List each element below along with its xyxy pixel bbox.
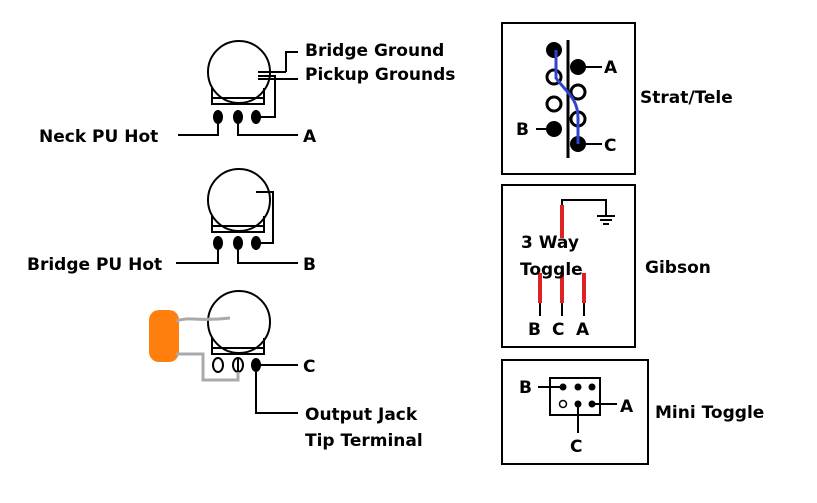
gibson-term-c: C [552, 320, 564, 340]
mini-term-a: A [620, 397, 634, 417]
pot-body [207, 290, 271, 354]
strat-term-c: C [604, 136, 616, 156]
neck-pu-hot-label: Neck PU Hot [39, 127, 158, 147]
mini-term-c: C [570, 437, 582, 457]
lug-a-wire [237, 124, 298, 136]
output-jack-label: Output Jack [305, 405, 418, 425]
strat-switch [501, 22, 636, 175]
cap-lead-1 [175, 316, 231, 323]
gibson-line2: Toggle [520, 260, 583, 280]
gibson-switch-box [501, 184, 636, 348]
lug-b-wire [237, 250, 298, 264]
volume-pot-2 [176, 168, 298, 264]
bridge-ground-label: Bridge Ground [305, 41, 444, 61]
output-wire [255, 372, 298, 414]
strat-title: Strat/Tele [640, 88, 733, 108]
volume-pot-1 [178, 40, 298, 136]
gibson-switch [501, 184, 636, 348]
pickup-grounds-label: Pickup Grounds [305, 65, 455, 85]
jumper-wire [201, 360, 240, 382]
strat-term-b: B [516, 120, 529, 140]
strat-term-a: A [604, 58, 618, 78]
term-c-label: C [303, 357, 315, 377]
gibson-line1: 3 Way [521, 233, 579, 253]
ground-wire [256, 191, 274, 244]
mini-toggle [501, 359, 649, 465]
term-b-label: B [303, 255, 316, 275]
gibson-term-b: B [528, 320, 541, 340]
neck-hot-wire [178, 124, 219, 136]
pot-lug-frame [211, 88, 265, 105]
bridge-pu-hot-label: Bridge PU Hot [27, 255, 162, 275]
volume-pot-3 [149, 290, 298, 414]
capacitor [149, 310, 179, 362]
gibson-title: Gibson [645, 258, 711, 278]
strat-jumper [554, 50, 580, 144]
gibson-term-a: A [576, 320, 590, 340]
bridge-hot-wire [176, 250, 219, 264]
pot-body [207, 168, 271, 232]
tip-terminal-label: Tip Terminal [305, 431, 423, 451]
pot-lug-1 [212, 357, 224, 373]
mini-title: Mini Toggle [655, 403, 764, 423]
term-a-label: A [303, 127, 317, 147]
ground-wire [256, 75, 276, 118]
mini-term-b: B [519, 378, 532, 398]
cap-lead-2 [176, 352, 205, 360]
